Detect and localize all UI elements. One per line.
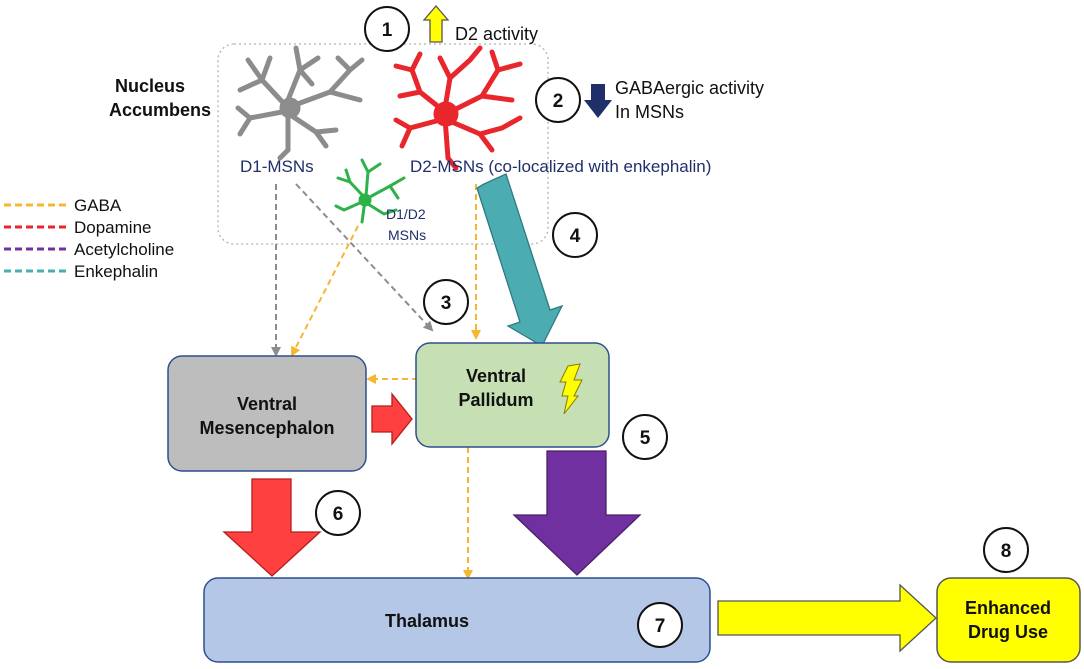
step-3-number: 3 (441, 293, 452, 314)
legend-label-gaba: GABA (74, 196, 122, 215)
gabaergic-annotation-line2: In MSNs (615, 102, 684, 122)
step-4-number: 4 (570, 226, 581, 247)
step-5-circle (622, 414, 668, 460)
step-1-circle (364, 6, 410, 52)
ventral-mesencephalon-label-line2: Mesencephalon (199, 418, 334, 438)
d1d2-to-mesencephalon-connector (291, 225, 359, 357)
enhanced-drug-use-label-line1: Enhanced (965, 598, 1051, 618)
d1d2-msns-label-line2: MSNs (388, 227, 426, 243)
d1d2-neuron-icon (334, 158, 406, 224)
nucleus-accumbens-region (217, 43, 549, 245)
d1-neuron-icon (235, 45, 365, 161)
legend: GABA Dopamine Acetylcholine Enkephalin (4, 196, 174, 281)
enkephalin-arrow (476, 173, 564, 347)
step-1-number: 1 (382, 20, 393, 41)
step-7-circle (637, 602, 683, 648)
gabaergic-annotation-line1: GABAergic activity (615, 78, 764, 98)
d2-neuron-icon (393, 45, 523, 171)
dopamine-arrow-to-pallidum (371, 392, 413, 446)
d1d2-msns-label-line1: D1/D2 (386, 206, 426, 222)
thalamus-label: Thalamus (385, 611, 469, 631)
step-8-number: 8 (1001, 541, 1012, 562)
step-2-number: 2 (553, 91, 564, 112)
down-arrow-icon (584, 84, 612, 118)
step-7-number: 7 (655, 616, 666, 637)
step-6-number: 6 (333, 504, 344, 525)
thalamus-box (203, 577, 711, 663)
lightning-bolt-icon (559, 363, 583, 415)
enhanced-drug-use-box (936, 577, 1081, 663)
step-6-circle (315, 490, 361, 536)
ventral-mesencephalon-label-line1: Ventral (237, 394, 297, 414)
ventral-pallidum-box (415, 342, 610, 448)
ventral-pallidum-label-line2: Pallidum (458, 390, 533, 410)
nucleus-accumbens-title-line2: Accumbens (109, 100, 211, 120)
nucleus-accumbens-title-line1: Nucleus (115, 76, 185, 96)
step-3-circle (423, 279, 469, 325)
d2-activity-annotation: D2 activity (455, 24, 538, 44)
acetylcholine-arrow (512, 450, 642, 576)
legend-label-dopamine: Dopamine (74, 218, 152, 237)
d2-msns-label: D2-MSNs (co-localized with enkephalin) (410, 157, 711, 176)
step-4-circle (552, 212, 598, 258)
step-8-circle (983, 527, 1029, 573)
step-5-number: 5 (640, 428, 651, 449)
legend-label-enkephalin: Enkephalin (74, 262, 158, 281)
enhanced-drug-use-label-line2: Drug Use (968, 622, 1048, 642)
ventral-pallidum-label-line1: Ventral (466, 366, 526, 386)
dopamine-arrow-to-thalamus (222, 478, 322, 577)
d1-msns-label: D1-MSNs (240, 157, 314, 176)
up-arrow-icon (422, 5, 450, 43)
ventral-mesencephalon-box (167, 355, 367, 472)
thalamus-to-drug-use-arrow (717, 583, 937, 653)
legend-label-acetylcholine: Acetylcholine (74, 240, 174, 259)
d1-to-pallidum-connector (295, 183, 434, 332)
step-2-circle (535, 77, 581, 123)
